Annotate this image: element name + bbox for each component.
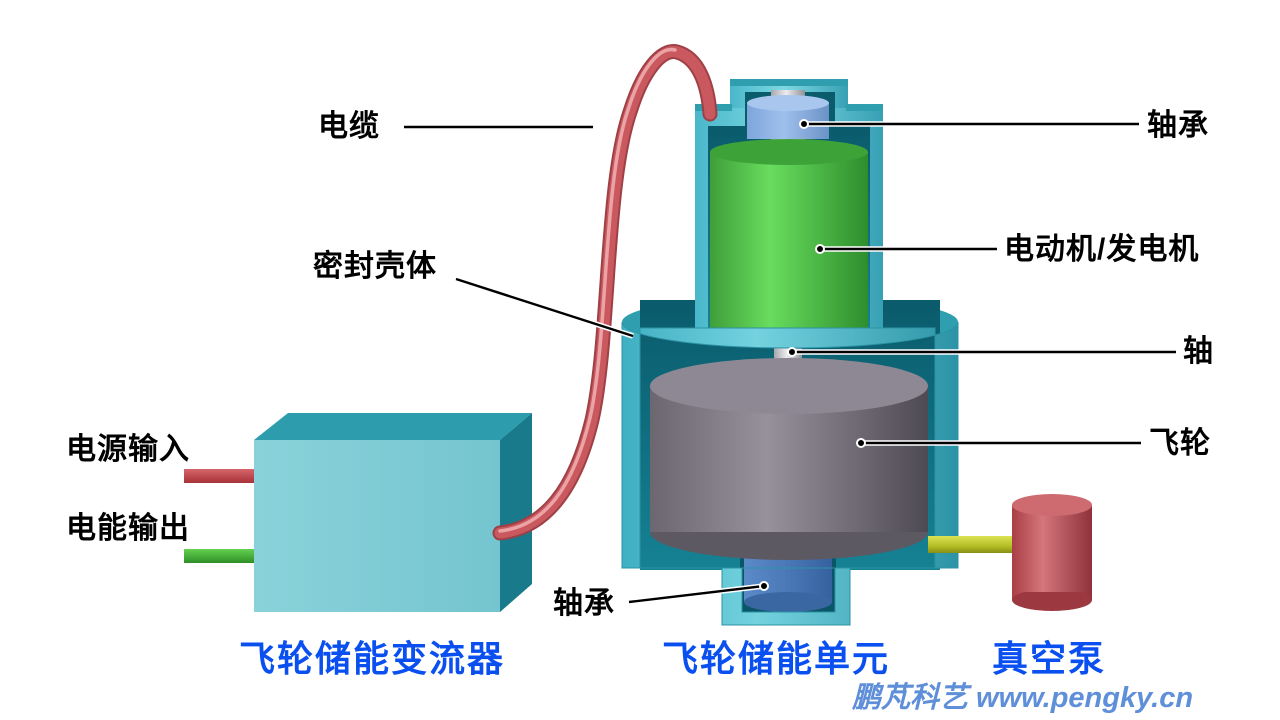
motor-top [710, 139, 868, 165]
converter-box [184, 413, 532, 612]
flywheel-leader-dot [856, 438, 866, 448]
label-power-input: 电源输入 [66, 433, 190, 466]
leader-lines [404, 119, 1176, 605]
bottom-bearing [744, 552, 832, 612]
flywheel-rotor [650, 358, 928, 560]
converter-box-top-face [254, 413, 532, 440]
label-bearing-top: 轴承 [1147, 109, 1209, 142]
label-cable: 电缆 [318, 110, 380, 143]
caption-vacuum-pump: 真空泵 [992, 638, 1107, 679]
label-power-output: 电能输出 [66, 512, 190, 545]
motor-body [710, 152, 868, 340]
motor-leader-dot [815, 244, 825, 254]
label-sealed-housing: 密封壳体 [313, 250, 437, 283]
housing-cap-top [730, 79, 848, 86]
bearing-bottom-leader-line [628, 584, 765, 604]
power-output-wire [184, 549, 258, 563]
converter-box-side-face [500, 413, 532, 612]
pump-base [1012, 589, 1092, 611]
watermark: 鹏芃科艺 www.pengky.cn [852, 682, 1194, 714]
storage-unit-housing [621, 79, 959, 626]
bearing-top-leader-dot [799, 119, 809, 129]
converter-box-front-face [254, 440, 500, 612]
power-input-wire [184, 469, 258, 483]
housing-leader-line [455, 277, 634, 338]
label-motor-generator: 电动机/发电机 [1004, 233, 1200, 266]
housing-step-right-top [846, 104, 883, 111]
housing-wide-front [621, 321, 959, 626]
label-bearing-bottom: 轴承 [553, 587, 615, 620]
shaft-leader-dot [787, 347, 797, 357]
caption-storage-unit: 飞轮储能单元 [662, 638, 891, 679]
flywheel-top [650, 358, 928, 414]
bearing-bottom-leader-dot [759, 581, 769, 591]
top-bearing-assembly [747, 90, 829, 153]
label-flywheel: 飞轮 [1149, 427, 1211, 460]
cable-body [494, 46, 716, 539]
cable-highlight [498, 47, 677, 533]
motor-generator [710, 139, 868, 340]
pump-body-lower [1012, 540, 1092, 592]
caption-converter: 飞轮储能变流器 [239, 638, 506, 679]
top-bearing-top [747, 95, 829, 111]
bottom-bearing-base [744, 592, 832, 612]
pump-top [1012, 494, 1092, 516]
vacuum-pipe [928, 536, 1016, 553]
label-shaft: 轴 [1183, 335, 1214, 368]
power-cable [492, 44, 718, 541]
vacuum-pump [928, 494, 1092, 611]
